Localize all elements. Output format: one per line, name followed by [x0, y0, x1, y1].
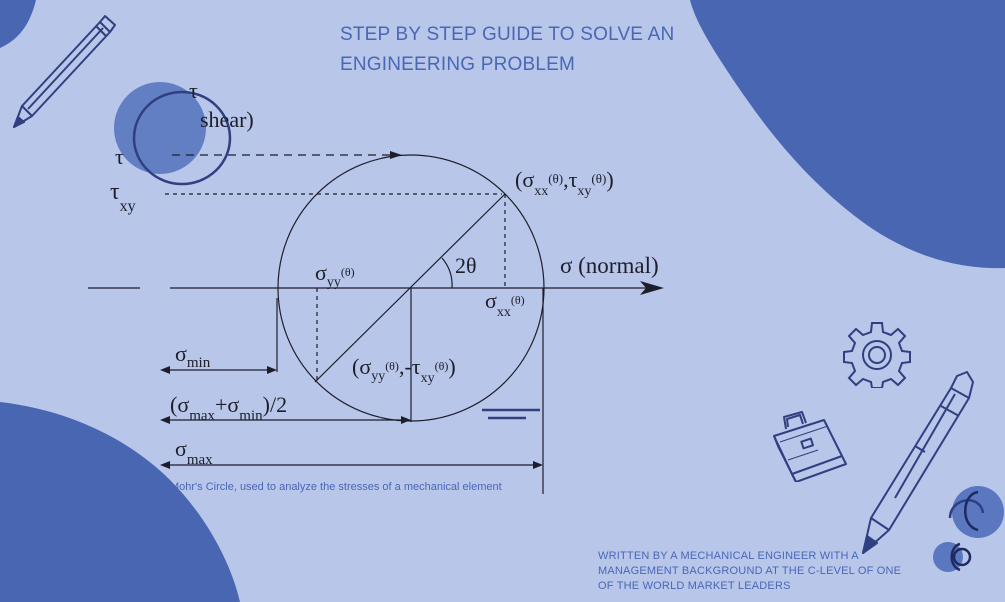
top-point-label: (σxx(θ),τxy(θ))	[515, 167, 614, 199]
sigma-axis-arrow	[640, 281, 664, 295]
circle-blob-right	[952, 486, 1004, 538]
pen-icon	[862, 371, 985, 554]
sigma-min-arrow-left	[160, 366, 170, 374]
top-right-blob	[690, 0, 1005, 269]
sigma-max-label: σmax	[175, 436, 213, 468]
bottom-point-label: (σyy(θ),-τxy(θ))	[352, 354, 456, 386]
gear-icon	[843, 322, 911, 388]
hand-drawn-underline	[482, 408, 540, 420]
pencil-icon	[13, 15, 116, 128]
sigma-xx-label: σxx(θ)	[485, 288, 525, 320]
circle-blob-small	[933, 542, 963, 572]
page-title-line-1: STEP BY STEP GUIDE TO SOLVE AN	[340, 24, 675, 45]
sigma-min-arrow-right	[267, 366, 277, 374]
author-note: WRITTEN BY A MECHANICAL ENGINEER WITH A …	[598, 549, 901, 594]
sigma-max-arrow-left	[160, 461, 170, 469]
shear-label: shear)	[200, 107, 254, 132]
bottom-left-blob	[0, 402, 240, 602]
sigma-yy-label: σyy(θ)	[315, 260, 355, 290]
average-stress-label: (σmax+σmin)/2	[170, 392, 287, 424]
tau-axis-label: τ	[115, 144, 124, 169]
decor-rings	[950, 490, 979, 572]
sigma-min-label: σmin	[175, 341, 211, 371]
sigma-max-arrow-right	[533, 461, 543, 469]
diagram-caption: Mohr's Circle, used to analyze the stres…	[170, 481, 502, 493]
average-arrow-right	[401, 416, 411, 424]
author-note-line-3: OF THE WORLD MARKET LEADERS	[598, 580, 791, 592]
page-title: STEP BY STEP GUIDE TO SOLVE AN ENGINEERI…	[340, 20, 740, 80]
tau-label: τ	[189, 78, 198, 103]
author-note-line-2: MANAGEMENT BACKGROUND AT THE C-LEVEL OF …	[598, 565, 902, 577]
briefcase-icon	[773, 411, 847, 482]
hand-drawn-circle	[132, 90, 232, 186]
angle-label: 2θ	[455, 253, 477, 278]
top-left-blob	[0, 0, 36, 48]
diameter-line	[314, 193, 506, 383]
tau-dashed-arrow	[390, 151, 402, 159]
author-note-line-1: WRITTEN BY A MECHANICAL ENGINEER WITH A	[598, 550, 859, 562]
angle-arc	[441, 257, 453, 289]
tau-xy-label: τxy	[110, 179, 136, 215]
page-title-line-2: ENGINEERING PROBLEM	[340, 54, 576, 75]
average-arrow-left	[160, 416, 170, 424]
normal-label: σ (normal)	[560, 253, 659, 278]
